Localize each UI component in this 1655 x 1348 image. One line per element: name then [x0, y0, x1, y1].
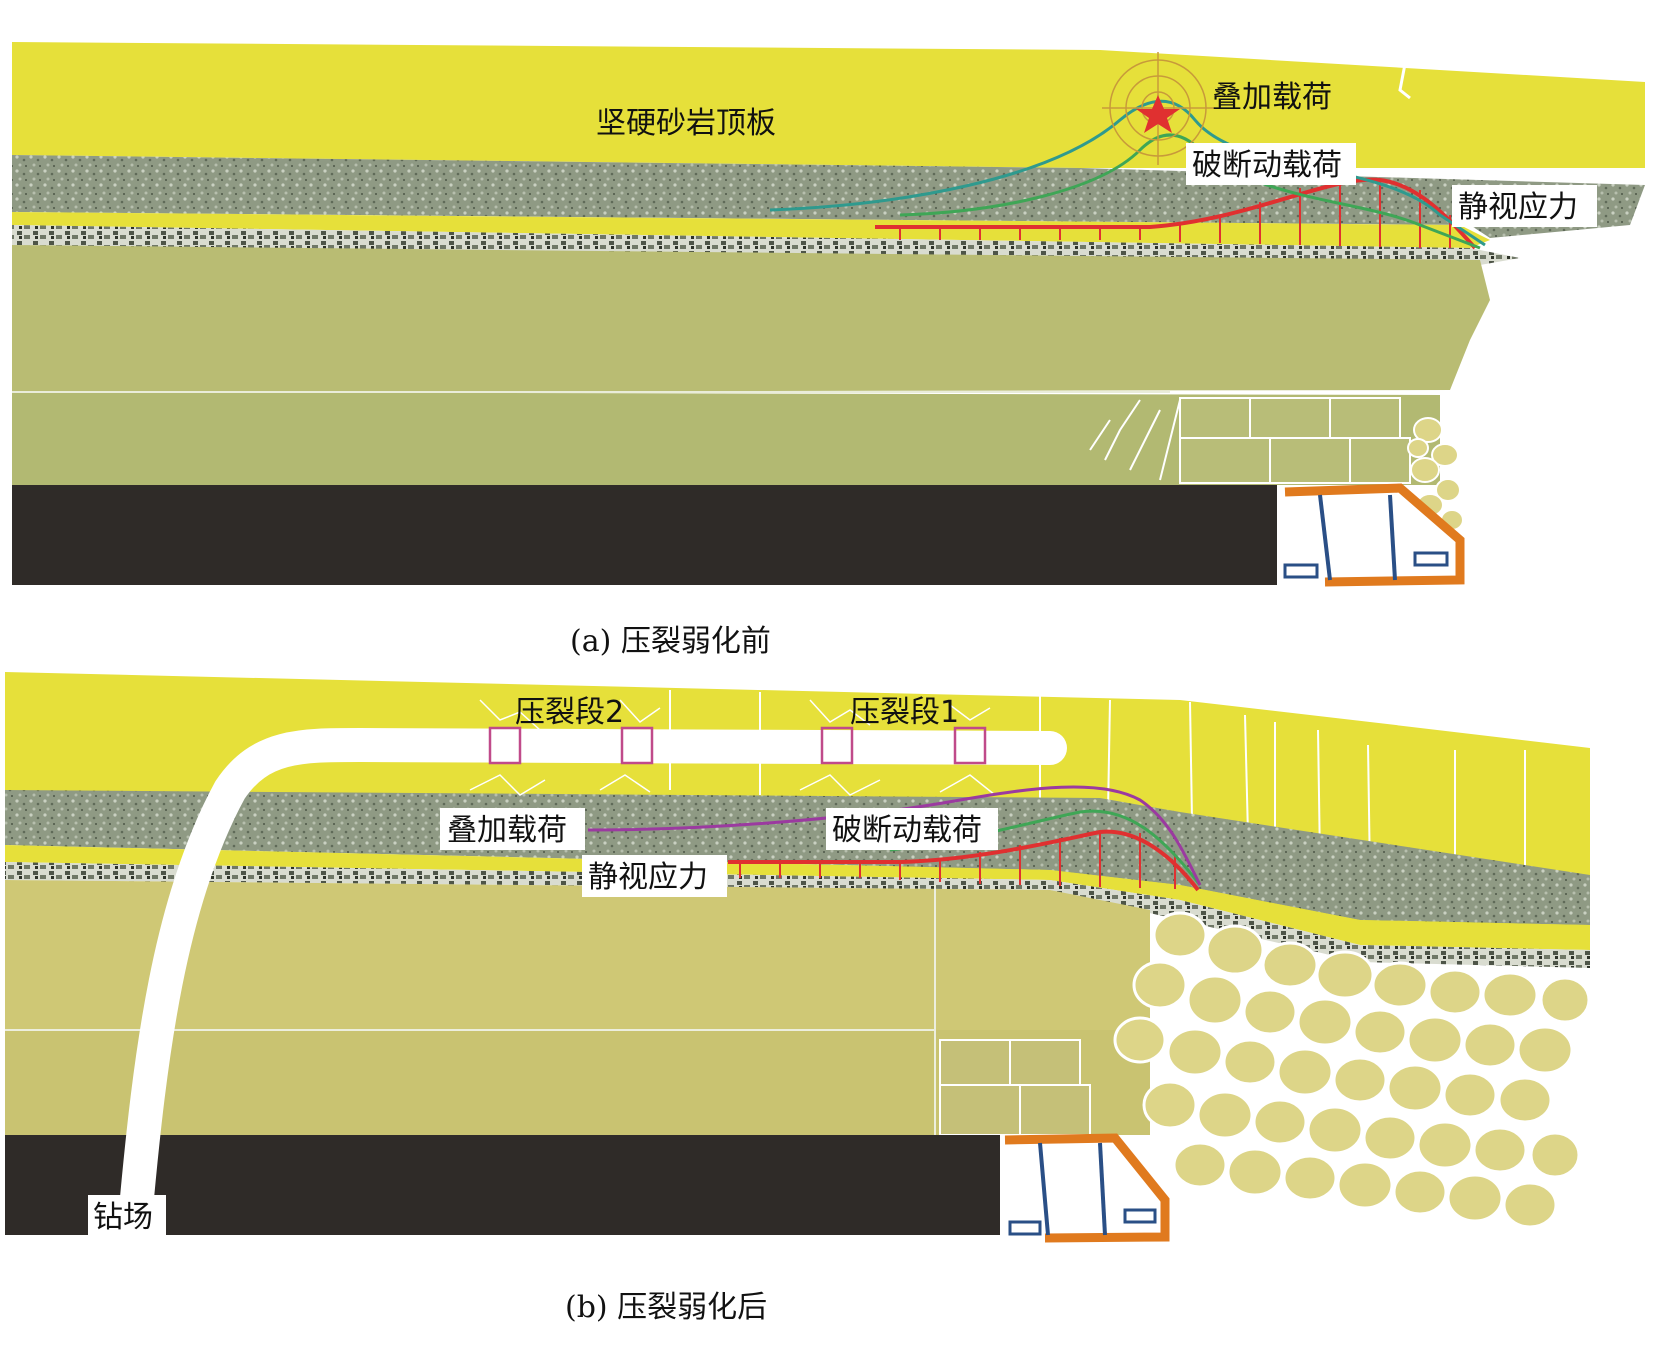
gravel-layer-b [5, 790, 1590, 925]
rubble-pile-b [1113, 911, 1591, 1229]
coal-seam-b [5, 880, 1150, 1030]
thin-sandstone-layer-b [5, 845, 1590, 950]
segment1-label: 压裂段1 [850, 695, 959, 730]
broken-rock-blocks-b [939, 1039, 1091, 1136]
drill-site-label-bg [88, 1195, 166, 1237]
coal-dark-b [5, 1135, 1000, 1235]
segment2-label: 压裂段2 [515, 695, 624, 730]
coal-dark-a [12, 485, 1277, 585]
caption-b: (b) 压裂弱化后 [565, 1290, 767, 1325]
panel-b: 压裂段2 压裂段1 叠加载荷 破断动载荷 静视应力 钻场 (b) 压裂弱化后 [5, 672, 1591, 1325]
star-icon [1136, 95, 1180, 133]
fracture-cracks [469, 699, 996, 796]
static-stress-label-bg-a [1452, 185, 1597, 227]
coarse-gravel-layer [12, 225, 1520, 265]
dynamic-load-label-bg-b [826, 808, 998, 850]
rubble-pile-a [1407, 417, 1464, 531]
roof-label: 坚硬砂岩顶板 [596, 106, 776, 141]
fracturing-borehole [118, 727, 1067, 1237]
coal-cracks [1089, 399, 1181, 481]
static-stress-label-a: 静视应力 [1458, 190, 1578, 225]
panel-a: 坚硬砂岩顶板 叠加载荷 破断动载荷 静视应力 (a) 压裂弱化前 [12, 42, 1645, 659]
caption-a: (a) 压裂弱化前 [570, 624, 771, 659]
coarse-gravel-layer-b [5, 862, 1590, 968]
drill-site-label: 钻场 [93, 1200, 153, 1235]
dynamic-load-label-b: 破断动载荷 [832, 813, 982, 848]
superposed-load-label-b: 叠加载荷 [447, 813, 567, 848]
superposed-load-curve-b [587, 785, 1202, 886]
coal-seam-lower [12, 392, 1440, 485]
thin-sandstone-layer [12, 212, 1490, 248]
broken-rock-blocks [1179, 397, 1411, 484]
hard-sandstone-roof [12, 42, 1645, 168]
fracturing-segment-markers [488, 726, 987, 765]
coal-seam-upper [12, 245, 1490, 392]
dynamic-load-curve-a [899, 133, 1481, 250]
dynamic-load-label-bg-a [1186, 143, 1356, 185]
roof-crack [1398, 63, 1411, 100]
hydraulic-support-icon [1004, 1133, 1170, 1243]
superposed-load-label-bg-b [440, 808, 585, 850]
coal-seam-b-lower [5, 1030, 1150, 1135]
superposed-load-label-a: 叠加载荷 [1212, 80, 1332, 115]
static-stress-label-bg-b [582, 855, 727, 897]
dynamic-load-label-a: 破断动载荷 [1192, 148, 1342, 183]
static-stress-label-b: 静视应力 [588, 860, 708, 895]
hydraulic-support-icon [1283, 483, 1465, 587]
static-stress-curve-b [728, 829, 1200, 892]
